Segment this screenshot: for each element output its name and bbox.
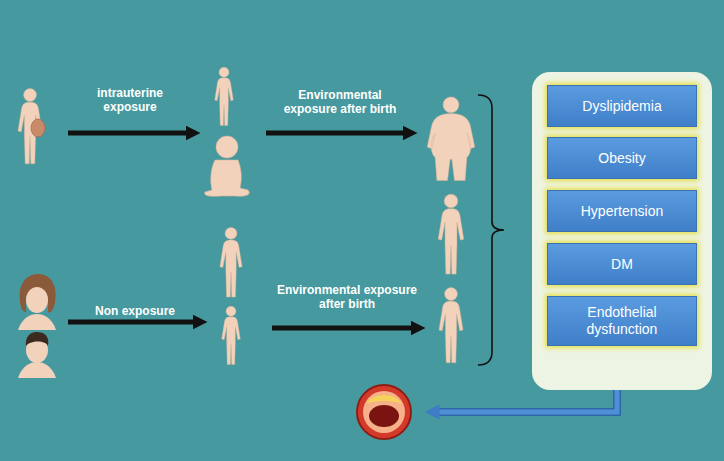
child-figure [215, 67, 234, 125]
outcome-box: Dyslipidemia [547, 85, 697, 127]
man-face [18, 332, 56, 378]
exposure-arrow [68, 131, 193, 136]
obese-adult [427, 97, 475, 181]
outcome-panel [532, 72, 712, 390]
box-text: DM [607, 256, 637, 273]
box-text: Dyslipidemia [578, 98, 665, 115]
outcome-box: Hypertension [547, 190, 697, 232]
pregnant-woman [18, 89, 45, 164]
box-text: Hypertension [577, 203, 668, 220]
bracket [478, 95, 504, 365]
adult-figure [438, 194, 464, 274]
exposure-arrow [68, 320, 200, 325]
adult-figure [439, 288, 463, 363]
child-figure [220, 227, 242, 297]
outcome-arrow-outline [432, 390, 617, 412]
arrow-label: Environmental exposure after birth [270, 88, 410, 116]
woman-face [18, 274, 56, 330]
arrow-label: Environmental exposure after birth [272, 283, 422, 311]
outcome-box: Obesity [547, 137, 697, 179]
exposure-arrow [266, 131, 410, 136]
artery-cross-section [357, 385, 411, 439]
outcome-arrow [432, 390, 617, 412]
child-figure [222, 306, 241, 364]
outcome-box: DM [547, 243, 697, 285]
baby-figure [205, 136, 250, 196]
box-text: Endothelial dysfunction [548, 304, 696, 338]
exposure-arrow [272, 326, 418, 331]
box-text: Obesity [594, 150, 649, 167]
arrow-label: intrauterine exposure [80, 86, 180, 114]
outcome-box: Endothelial dysfunction [547, 296, 697, 346]
arrow-label: Non exposure [70, 304, 200, 318]
